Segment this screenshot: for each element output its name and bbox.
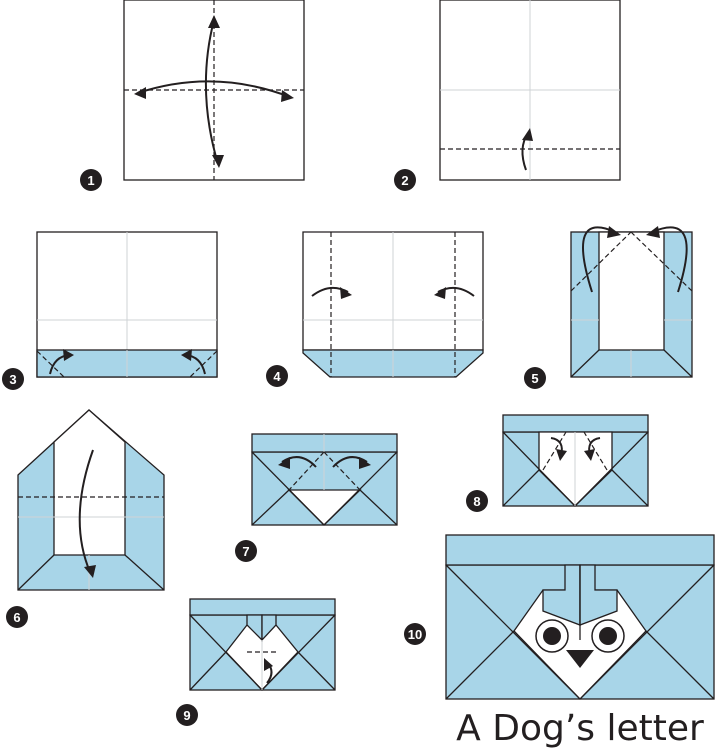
step-number: 2 (401, 173, 408, 188)
step-badge-7 (235, 540, 257, 562)
step-9: 9 (176, 598, 336, 726)
step-6: 6 (6, 409, 165, 628)
step-8: 8 (466, 414, 649, 512)
step-badge-3 (2, 368, 24, 390)
step-badge-8 (466, 490, 488, 512)
dog-nose (566, 650, 594, 668)
step-1: 1 (80, 0, 305, 191)
diagram-title: A Dog’s letter (456, 708, 704, 749)
step-number: 7 (242, 544, 249, 559)
step-4: 4 (266, 231, 484, 387)
step-badge-2 (394, 169, 416, 191)
step-badge-10 (404, 623, 426, 645)
step-number: 3 (9, 372, 16, 387)
step-badge-6 (6, 606, 28, 628)
step-number: 8 (473, 494, 480, 509)
step-7: 7 (235, 433, 398, 562)
step-number: 5 (531, 371, 538, 386)
step-3: 3 (2, 231, 218, 390)
step-2: 2 (394, 0, 621, 191)
step-number: 1 (87, 173, 94, 188)
step-badge-4 (266, 365, 288, 387)
step-number: 9 (183, 708, 190, 723)
step-10: 10 (404, 534, 715, 700)
step-number: 10 (408, 627, 422, 642)
step-number: 4 (273, 369, 281, 384)
step-badge-9 (176, 704, 198, 726)
step-badge-5 (524, 367, 546, 389)
step-badge-1 (80, 169, 102, 191)
dog-face (513, 589, 647, 700)
step-number: 6 (13, 610, 20, 625)
step-5: 5 (524, 226, 693, 389)
